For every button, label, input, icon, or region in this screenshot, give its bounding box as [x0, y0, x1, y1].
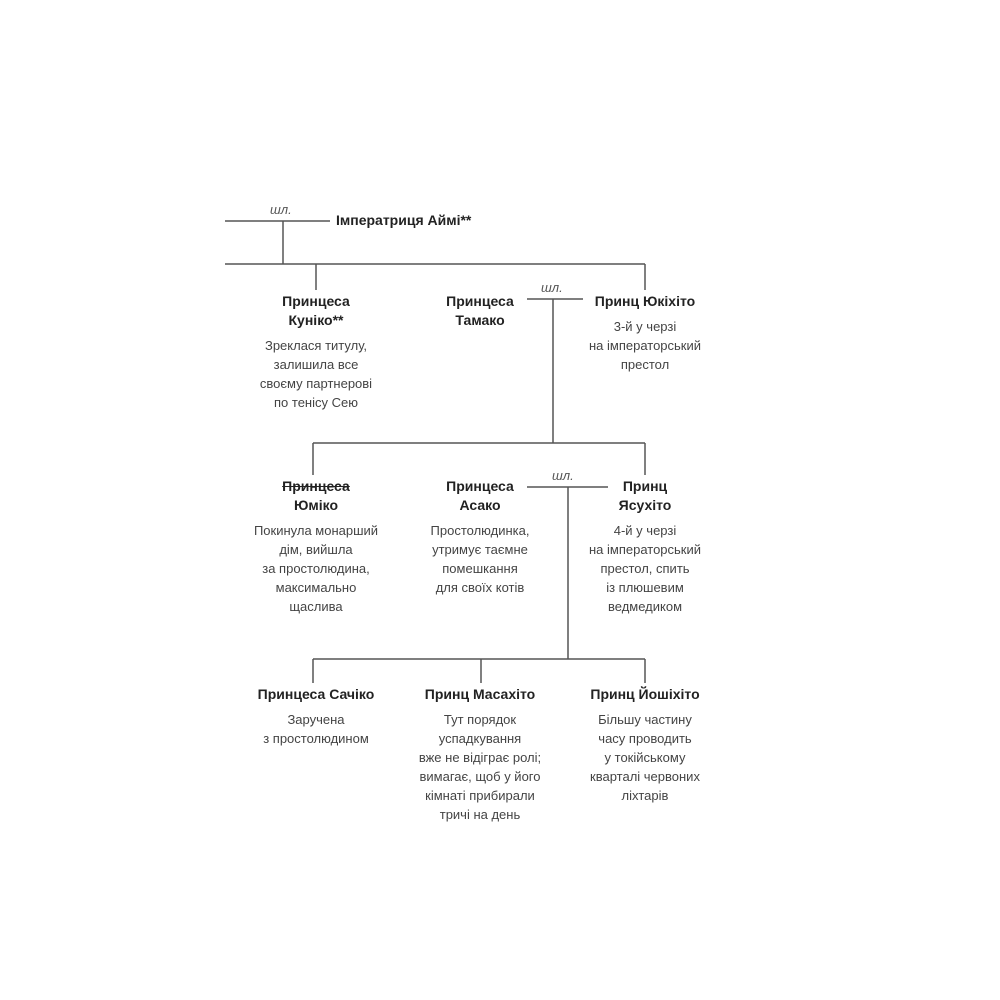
desc-line: 3-й у черзі: [613, 319, 677, 334]
desc-line: тричі на день: [439, 807, 521, 822]
person-name-line1: Принцеса: [446, 293, 514, 309]
desc-line: за простолюдина,: [262, 561, 370, 576]
person-name-line2: Юміко: [293, 497, 339, 513]
desc-line: на імператорський: [588, 338, 702, 353]
desc-line: успадкування: [438, 731, 522, 746]
marriage-label-aimi: шл.: [270, 202, 292, 217]
marriage-label-asako-yasuhito: шл.: [552, 468, 574, 483]
person-asako: Принцеса Асако Простолюдинка, утримує та…: [400, 477, 560, 597]
desc-line: престол: [620, 357, 670, 372]
desc-line: ведмедиком: [607, 599, 683, 614]
person-description: 4-й у черзі на імператорський престол, с…: [570, 521, 720, 616]
person-name-line2: Ясухіто: [618, 497, 672, 513]
person-masahito: Принц Масахіто Тут порядок успадкування …: [400, 685, 560, 824]
desc-line: вимагає, щоб у його: [419, 769, 541, 784]
person-name-line2: Куніко**: [288, 312, 344, 328]
desc-line: вже не відіграє ролі;: [418, 750, 542, 765]
desc-line: кімнаті прибирали: [425, 788, 535, 803]
person-description: Зреклася титулу, залишила все своєму пар…: [236, 336, 396, 412]
person-yumiko: Принцеса Юміко Покинула монарший дім, ви…: [236, 477, 396, 616]
person-description: Тут порядок успадкування вже не відіграє…: [400, 710, 560, 824]
person-description: Більшу частину часу проводить у токійськ…: [570, 710, 720, 805]
desc-line: Заручена: [287, 712, 345, 727]
desc-line: утримує таємне: [432, 542, 528, 557]
desc-line: максимально: [275, 580, 357, 595]
person-yasuhito: Принц Ясухіто 4-й у черзі на імператорсь…: [570, 477, 720, 616]
desc-line: Зреклася титулу,: [264, 338, 368, 353]
desc-line: своєму партнерові: [259, 376, 373, 391]
person-description: 3-й у черзі на імператорський престол: [570, 317, 720, 374]
desc-line: часу проводить: [598, 731, 692, 746]
desc-line: по тенісу Сею: [274, 395, 358, 410]
desc-line: щаслива: [289, 599, 343, 614]
desc-line: із плюшевим: [606, 580, 684, 595]
person-kuniko: Принцеса Куніко** Зреклася титулу, залиш…: [236, 292, 396, 412]
desc-line: помешкання: [442, 561, 518, 576]
person-name-line1: Принц: [622, 478, 668, 494]
person-description: Покинула монарший дім, вийшла за простол…: [236, 521, 396, 616]
person-name: Принц Йошіхіто: [590, 686, 700, 702]
person-yukihito: Принц Юкіхіто 3-й у черзі на імператорсь…: [570, 292, 720, 374]
person-name-line1: Принцеса: [446, 478, 514, 494]
person-name: Принцеса Сачіко: [257, 686, 375, 702]
desc-line: дім, вийшла: [279, 542, 353, 557]
person-aimi: Імператриця Аймі**: [336, 211, 471, 230]
desc-line: на імператорський: [588, 542, 702, 557]
person-name: Принц Масахіто: [424, 686, 536, 702]
person-name-line2: Тамако: [455, 312, 505, 328]
person-yoshihito: Принц Йошіхіто Більшу частину часу прово…: [570, 685, 720, 805]
desc-line: залишила все: [273, 357, 359, 372]
person-name-line1: Принцеса: [282, 478, 350, 494]
desc-line: кварталі червоних: [590, 769, 700, 784]
person-name: Імператриця Аймі**: [336, 212, 472, 228]
desc-line: Простолюдинка,: [430, 523, 530, 538]
desc-line: 4-й у черзі: [613, 523, 677, 538]
person-name-line2: Асако: [459, 497, 501, 513]
person-description: Простолюдинка, утримує таємне помешкання…: [400, 521, 560, 597]
person-name: Принц Юкіхіто: [594, 293, 696, 309]
desc-line: престол, спить: [600, 561, 690, 576]
desc-line: у токійському: [604, 750, 686, 765]
person-sachiko: Принцеса Сачіко Заручена з простолюдином: [236, 685, 396, 748]
desc-line: Тут порядок: [443, 712, 517, 727]
person-tamako: Принцеса Тамако: [420, 292, 540, 330]
desc-line: Покинула монарший: [253, 523, 379, 538]
desc-line: для своїх котів: [435, 580, 525, 595]
person-description: Заручена з простолюдином: [236, 710, 396, 748]
marriage-label-tamako-yukihito: шл.: [541, 280, 563, 295]
desc-line: з простолюдином: [263, 731, 369, 746]
desc-line: ліхтарів: [621, 788, 669, 803]
person-name-line1: Принцеса: [282, 293, 350, 309]
desc-line: Більшу частину: [598, 712, 692, 727]
